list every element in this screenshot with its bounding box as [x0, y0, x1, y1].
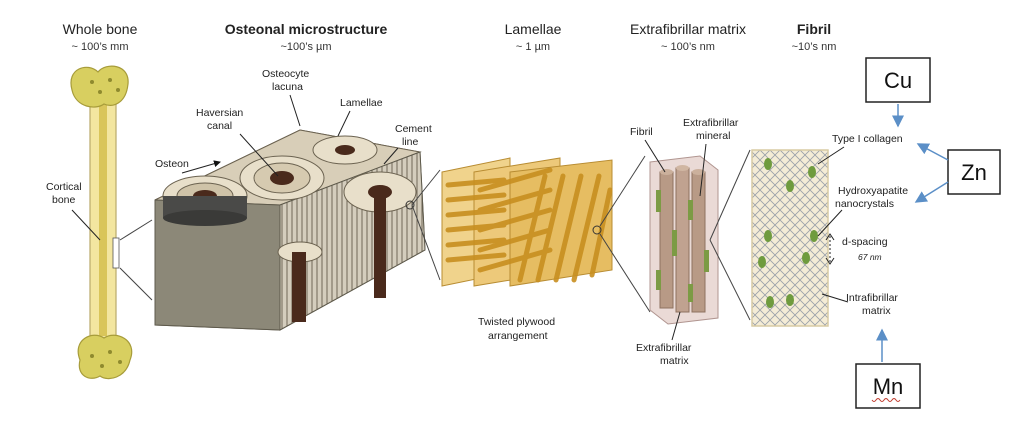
svg-text:Zn: Zn — [961, 160, 987, 185]
zoom-line — [599, 155, 646, 227]
zn-arrow-hydroxyapatite — [914, 181, 949, 203]
svg-text:nanocrystals: nanocrystals — [835, 198, 894, 210]
zoom-line — [119, 219, 153, 241]
svg-text:~10’s nm: ~10’s nm — [792, 41, 837, 53]
svg-text:Cement: Cement — [395, 123, 432, 135]
svg-text:line: line — [402, 136, 419, 148]
zoom-line — [411, 204, 441, 281]
svg-text:mineral: mineral — [696, 130, 730, 142]
svg-text:matrix: matrix — [660, 355, 689, 367]
svg-text:67 nm: 67 nm — [858, 252, 882, 262]
svg-text:Lamellae: Lamellae — [505, 21, 562, 37]
zoom-line — [599, 233, 651, 313]
intrafibrillar-matrix-label: Intrafibrillar matrix — [821, 292, 898, 317]
zn-ion-box: Zn — [947, 149, 1001, 195]
cement-line-label: Cement line — [383, 123, 432, 165]
header-extrafibrillar: Extrafibrillar matrix ~ 100’s nm — [630, 21, 746, 53]
haversian-canal-label: Haversian canal — [196, 107, 279, 177]
twisted-plywood-label: Twisted plywood arrangement — [478, 316, 555, 342]
svg-text:matrix: matrix — [862, 305, 891, 317]
extrafibrillar-mineral-label: Extrafibrillar mineral — [683, 117, 739, 197]
svg-text:Intrafibrillar: Intrafibrillar — [846, 292, 898, 304]
svg-text:bone: bone — [52, 194, 76, 206]
zoom-line — [119, 267, 153, 301]
svg-text:arrangement: arrangement — [488, 330, 548, 342]
svg-text:Haversian: Haversian — [196, 107, 243, 119]
svg-text:Osteonal microstructure: Osteonal microstructure — [225, 21, 388, 37]
svg-text:~ 100’s nm: ~ 100’s nm — [661, 41, 715, 53]
header-lamellae: Lamellae ~ 1 µm — [505, 21, 562, 53]
svg-text:Osteocyte: Osteocyte — [262, 68, 309, 80]
fibril-illustration — [751, 149, 829, 327]
svg-text:Lamellae: Lamellae — [340, 97, 383, 109]
svg-text:Extrafibrillar: Extrafibrillar — [636, 342, 692, 354]
zoom-line — [709, 239, 751, 321]
lamellae-plywood-illustration — [441, 157, 613, 287]
svg-text:Fibril: Fibril — [630, 126, 653, 138]
svg-text:d-spacing: d-spacing — [842, 236, 888, 248]
svg-text:lacuna: lacuna — [272, 81, 303, 93]
svg-text:Cortical: Cortical — [46, 181, 82, 193]
svg-text:Extrafibrillar matrix: Extrafibrillar matrix — [630, 21, 746, 37]
fibril-label-extrafibrillar: Fibril — [630, 126, 666, 173]
extrafibrillar-illustration — [649, 155, 719, 325]
zoom-line — [709, 149, 751, 241]
svg-text:Whole bone: Whole bone — [63, 21, 138, 37]
type1-collagen-label: Type I collagen — [817, 133, 903, 165]
svg-text:~ 100’s mm: ~ 100’s mm — [72, 41, 129, 53]
osteon-label: Osteon — [155, 158, 221, 174]
cu-ion-box: Cu — [865, 57, 931, 103]
extrafibrillar-matrix-label: Extrafibrillar matrix — [636, 311, 692, 367]
svg-text:~100’s µm: ~100’s µm — [280, 41, 331, 53]
lamellae-label-osteonal: Lamellae — [337, 97, 383, 137]
whole-bone-illustration — [70, 65, 133, 380]
header-whole-bone: Whole bone ~ 100’s mm — [63, 21, 138, 53]
zn-arrow-collagen — [916, 143, 949, 161]
header-fibril: Fibril ~10’s nm — [792, 21, 837, 53]
osteocyte-lacuna-label: Osteocyte lacuna — [262, 68, 309, 127]
svg-text:Osteon: Osteon — [155, 158, 189, 170]
cortical-bone-label: Cortical bone — [46, 181, 101, 241]
svg-text:Cu: Cu — [884, 68, 912, 93]
svg-text:~ 1 µm: ~ 1 µm — [516, 41, 550, 53]
svg-text:canal: canal — [207, 120, 232, 132]
svg-text:Mn: Mn — [873, 374, 904, 399]
svg-text:Extrafibrillar: Extrafibrillar — [683, 117, 739, 129]
d-spacing-label: d-spacing 67 nm — [825, 233, 888, 265]
zoom-line — [411, 169, 441, 206]
hydroxyapatite-label: Hydroxyapatite nanocrystals — [817, 185, 908, 237]
mn-ion-box: Mn — [855, 363, 921, 409]
header-osteonal: Osteonal microstructure ~100’s µm — [225, 21, 388, 53]
svg-text:Twisted plywood: Twisted plywood — [478, 316, 555, 328]
svg-text:Fibril: Fibril — [797, 21, 831, 37]
svg-text:Hydroxyapatite: Hydroxyapatite — [838, 185, 908, 197]
svg-text:Type I collagen: Type I collagen — [832, 133, 903, 145]
osteonal-block-illustration — [154, 129, 426, 331]
